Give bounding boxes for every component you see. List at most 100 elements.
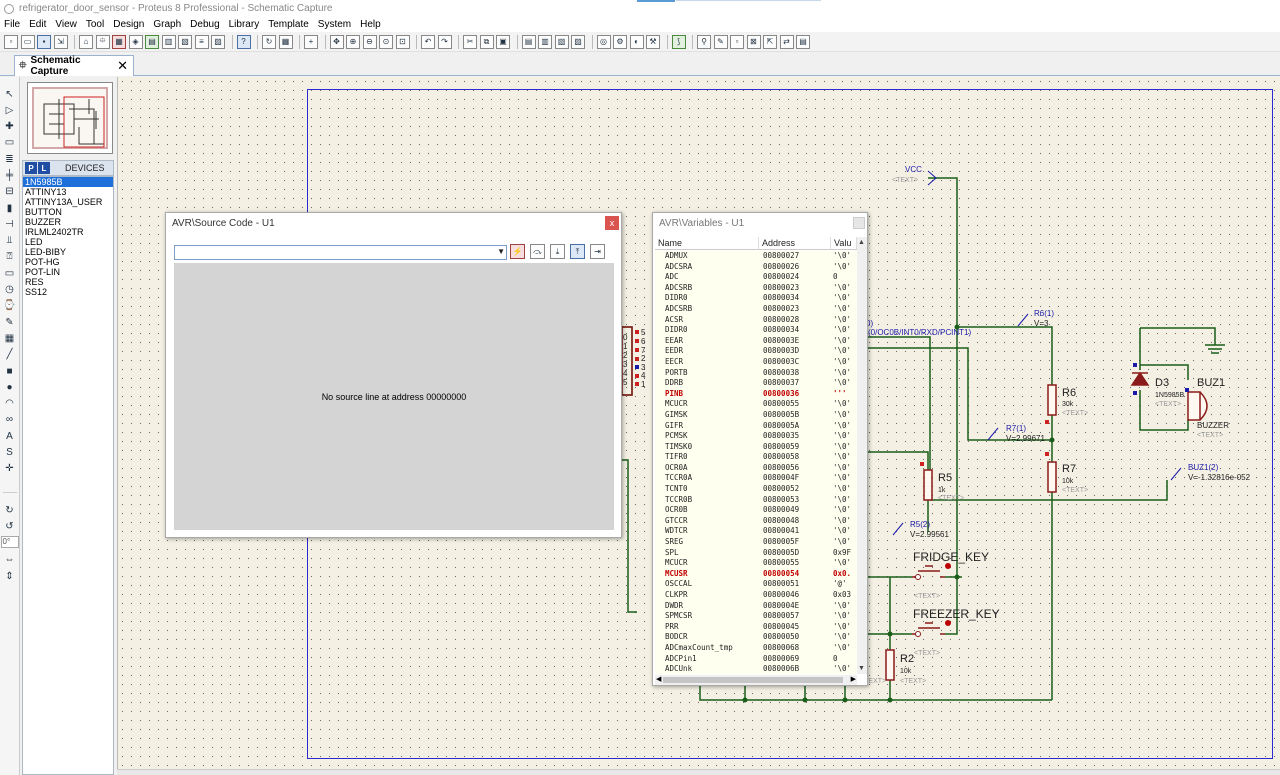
scroll-up-icon[interactable]: ▲ [858, 239, 865, 246]
buz1-probe-icon[interactable] [1170, 467, 1182, 481]
menu-file[interactable]: File [4, 19, 21, 30]
schematic-icon[interactable]: ⯐ [95, 34, 110, 49]
pcb-icon[interactable]: ▦ [112, 34, 126, 49]
close-tab-icon[interactable]: ✕ [117, 58, 128, 73]
remove-sheet-icon[interactable]: ⊠ [746, 34, 761, 49]
toggle-breakpoint-icon[interactable]: ⇥ [590, 244, 605, 259]
source-code-window[interactable]: AVR\Source Code - U1 x ▼ ⚡ ⤼ ⤓ ⤒ ⇥ No so… [165, 212, 622, 538]
text-script-icon[interactable]: ≣ [5, 153, 14, 165]
menu-debug[interactable]: Debug [190, 19, 220, 30]
menu-template[interactable]: Template [268, 19, 309, 30]
menu-help[interactable]: Help [360, 19, 381, 30]
source-file-select[interactable]: ▼ [174, 245, 507, 260]
help-icon[interactable]: ? [236, 34, 251, 49]
device-item[interactable]: ATTINY13 [25, 187, 67, 197]
origin-icon[interactable]: + [304, 34, 318, 49]
active-popup-icon[interactable]: ⍰ [6, 251, 13, 263]
block-delete-icon[interactable]: ▨ [571, 34, 585, 49]
step-over-icon[interactable]: ⤼ [530, 244, 545, 259]
rotation-angle-field[interactable]: 0° [0, 535, 19, 548]
text-icon[interactable]: A [6, 430, 13, 442]
r6-probe-icon[interactable] [1017, 313, 1029, 327]
graph-mode-icon[interactable]: ▦ [4, 332, 15, 344]
new-file-icon[interactable]: ▫ [4, 34, 18, 49]
package-tool-icon[interactable]: ◐ [629, 34, 644, 49]
device-pins-icon[interactable]: ⊣ [5, 218, 14, 230]
step-into-icon[interactable]: ⤓ [550, 244, 565, 259]
menu-design[interactable]: Design [113, 19, 145, 30]
ground-symbol[interactable] [1205, 344, 1225, 354]
source-code-icon[interactable]: ≡ [194, 34, 209, 49]
junction-dot-icon[interactable]: ✚ [5, 121, 14, 133]
device-item[interactable]: BUTTON [25, 207, 62, 217]
symbol-icon[interactable]: S [6, 447, 13, 459]
vcc-terminal[interactable] [927, 170, 937, 186]
rotate-clockwise-icon[interactable]: ↻ [5, 504, 14, 516]
horizontal-scrollbar[interactable]: ◀ ▶ [655, 675, 857, 685]
device-item[interactable]: BUZZER [25, 217, 61, 227]
block-copy-icon[interactable]: ▤ [521, 34, 536, 49]
r6-resistor[interactable] [1047, 384, 1057, 416]
pencil-icon[interactable]: ✎ [5, 316, 14, 328]
d3-diode[interactable] [1130, 371, 1150, 386]
subcircuit-icon[interactable]: ⊟ [5, 186, 14, 198]
scroll-right-icon[interactable]: ▶ [850, 676, 856, 683]
home-icon[interactable]: ⌂ [79, 34, 93, 49]
arc-icon[interactable]: ◠ [5, 398, 14, 410]
make-device-icon[interactable]: ⚙ [613, 34, 627, 49]
decompose-icon[interactable]: ⚒ [646, 34, 660, 49]
menu-tool[interactable]: Tool [85, 19, 105, 30]
device-item[interactable]: SS12 [25, 287, 48, 297]
r7-resistor[interactable] [1047, 461, 1057, 493]
source-code-view[interactable]: No source line at address 00000000 [174, 263, 614, 530]
device-item[interactable]: POT-LIN [25, 267, 61, 277]
zoom-all-icon[interactable]: ⊙ [379, 34, 393, 49]
cut-icon[interactable]: ✂ [463, 34, 477, 49]
line-icon[interactable]: ╱ [6, 349, 13, 361]
pick-device-icon[interactable]: ◎ [596, 34, 611, 49]
device-item[interactable]: LED [25, 237, 43, 247]
device-item[interactable]: RES [25, 277, 44, 287]
zoom-out-icon[interactable]: ⊖ [362, 34, 377, 49]
buses-icon[interactable]: ╪ [5, 169, 14, 181]
r7-probe-icon[interactable] [987, 427, 999, 441]
library-manager-button[interactable]: L [38, 162, 50, 174]
step-out-icon[interactable]: ⤒ [570, 244, 585, 259]
design-explorer-icon[interactable]: ▥ [161, 34, 176, 49]
device-item[interactable]: 1N5985B [23, 177, 113, 187]
3d-view-icon[interactable]: ◈ [128, 34, 143, 49]
close-icon[interactable]: x [605, 216, 619, 230]
paste-icon[interactable]: ▣ [496, 34, 510, 49]
bill-of-materials-icon[interactable]: ▤ [796, 34, 810, 49]
device-item[interactable]: LED-BIBY [25, 247, 67, 257]
variables-window[interactable]: AVR\Variables - U1 Name Address Valu ADM… [652, 212, 868, 686]
mirror-vertical-icon[interactable]: ⇕ [5, 570, 14, 582]
grid-icon[interactable]: ▦ [278, 34, 293, 49]
selection-mode-icon[interactable]: ↖ [5, 88, 14, 100]
wire-autorouter-icon[interactable]: ⟆ [671, 34, 686, 49]
column-value[interactable]: Valu [831, 237, 857, 249]
menu-system[interactable]: System [317, 19, 352, 30]
menu-view[interactable]: View [55, 19, 77, 30]
scroll-left-icon[interactable]: ◀ [656, 676, 662, 683]
buzzer-symbol[interactable] [1187, 391, 1208, 421]
